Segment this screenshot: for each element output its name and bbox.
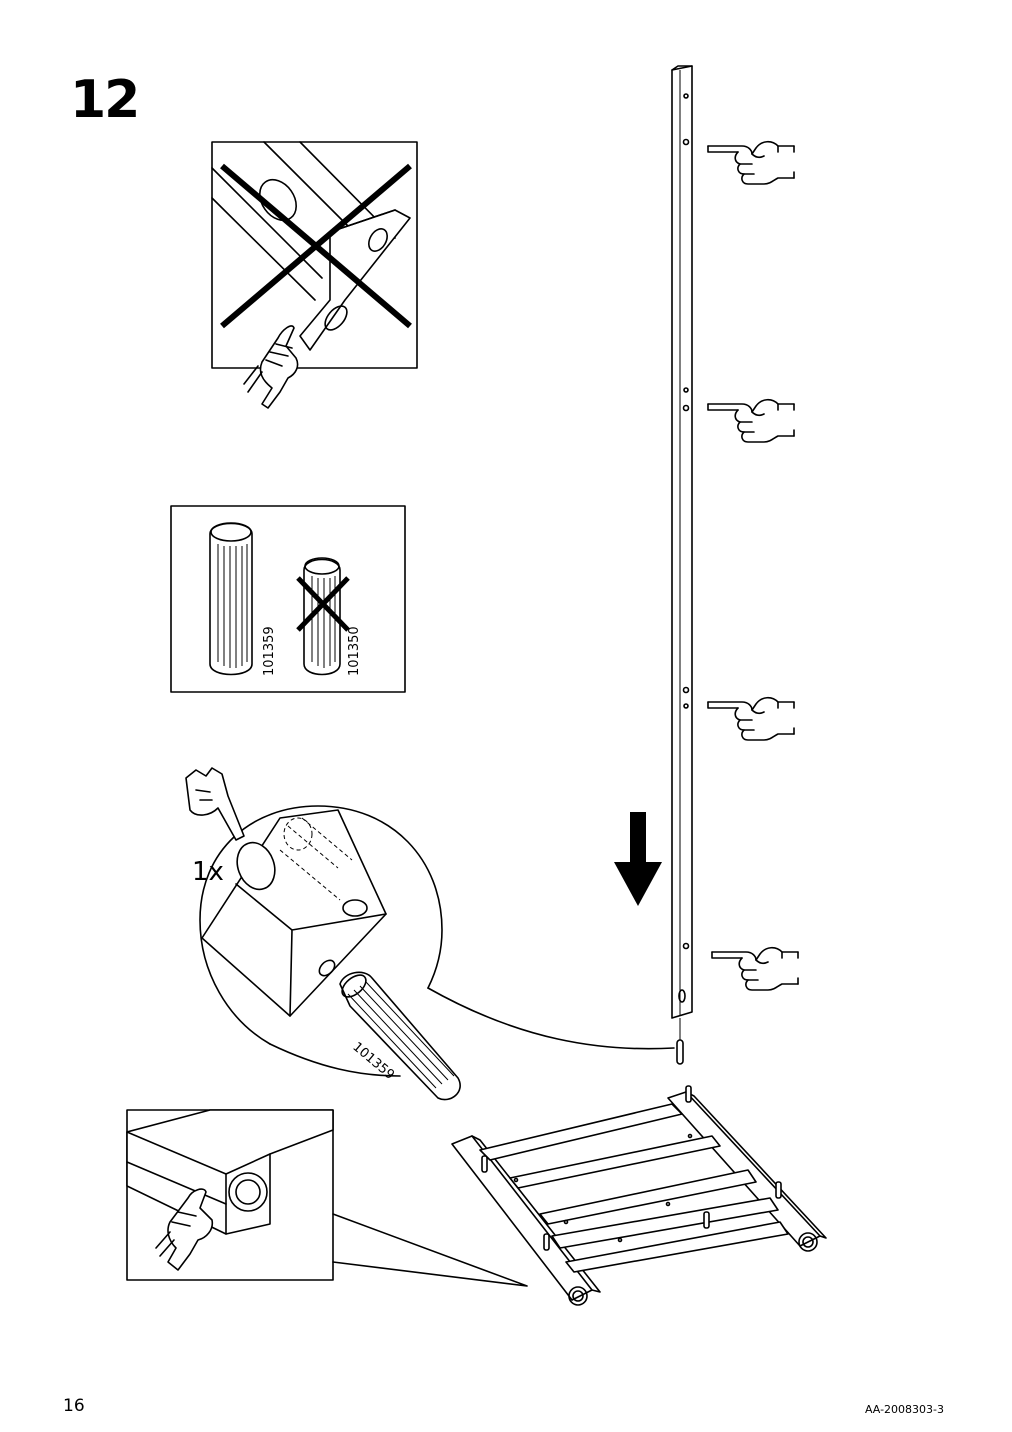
plug-detail-panel: [126, 1109, 528, 1287]
hand-point-icon: [711, 946, 799, 991]
wrong-orientation-panel: [211, 141, 418, 409]
dowel-in-detail: [339, 971, 461, 1101]
dowel-insertion-detail: 1x 101359: [185, 767, 675, 1101]
dowel-code-correct: 101359: [262, 626, 277, 676]
dowel-101350: [296, 557, 350, 676]
document-code: AA-2008303-3: [864, 1403, 944, 1416]
dowel-selection-panel: 101359 101350: [170, 505, 406, 693]
dowel-code-wrong: 101350: [347, 626, 362, 676]
hand-point-icon: [707, 696, 795, 741]
vertical-post: [671, 65, 693, 1065]
dowel-101359: [209, 522, 253, 676]
frame-base: [451, 1085, 827, 1306]
page-number: 16: [63, 1396, 85, 1416]
quantity-label: 1x: [192, 857, 224, 887]
hand-point-icon: [707, 398, 795, 443]
hand-point-icon: [707, 140, 795, 185]
down-arrow: [614, 812, 662, 906]
step-number: 12: [70, 70, 140, 130]
